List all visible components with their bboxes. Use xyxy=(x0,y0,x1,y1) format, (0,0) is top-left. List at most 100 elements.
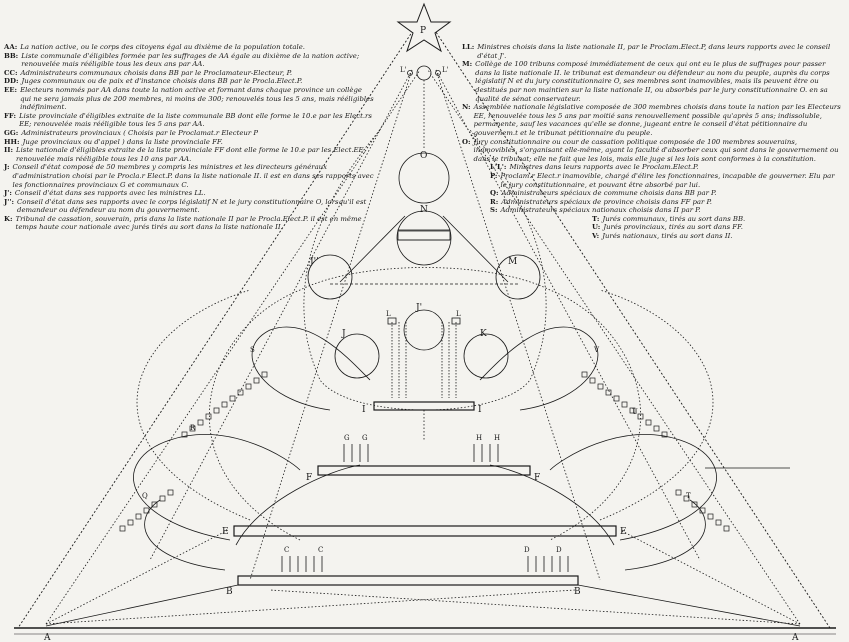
star-icon xyxy=(396,2,452,53)
legend-right: LL: Ministres choisis dans la liste nati… xyxy=(462,43,842,241)
legend-row: U: Jurés provinciaux, tirés au sort dans… xyxy=(462,223,842,232)
circle-n xyxy=(396,210,452,266)
legend-text: Administrateurs spéciaux de province cho… xyxy=(501,197,712,206)
legend-text: Liste communale d'éligibles formée par l… xyxy=(21,51,360,69)
legend-key: FF: xyxy=(4,111,17,120)
legend-row: M: Collège de 100 tribuns composé immédi… xyxy=(462,60,842,103)
legend-key: LL: xyxy=(462,43,475,51)
legend-text: Proclam.r Elect.r inamovible, chargé d'é… xyxy=(500,171,835,189)
top-circle xyxy=(416,65,432,81)
legend-text: Electeurs nommés par AA dans toute la na… xyxy=(20,85,374,112)
legend-key: GG: xyxy=(4,128,19,137)
legend-row: J'': Conseil d'état dans ses rapports av… xyxy=(4,198,374,215)
left-square-chain xyxy=(119,371,268,532)
bar-b xyxy=(237,575,579,586)
label-j: J xyxy=(341,329,346,339)
legend-row: L'L': Ministres dans leurs rapports avec… xyxy=(462,163,842,172)
legend-row: Q: Administrateurs spéciaux de commune c… xyxy=(462,189,842,198)
legend-text: Tribunal de cassation, souverain, pris d… xyxy=(15,214,362,232)
legend-row: P: Proclam.r Elect.r inamovible, chargé … xyxy=(462,172,842,189)
legend-row: BB: Liste communale d'éligibles formée p… xyxy=(4,52,374,69)
label-a-right: A xyxy=(791,633,799,642)
legend-key: U: xyxy=(592,223,601,232)
legend-text: Juges communaux ou de paix et d'instance… xyxy=(21,77,303,86)
label-s: S xyxy=(250,346,255,354)
cd-posts xyxy=(281,556,569,572)
label-i-left: I xyxy=(362,405,366,415)
label-m: M xyxy=(508,257,517,267)
label-c1: C xyxy=(284,546,289,554)
legend-row: J: Conseil d'état composé de 50 membres … xyxy=(4,163,374,189)
legend-text: Conseil d'état dans ses rapports avec le… xyxy=(14,189,206,198)
legend-row: II: Liste nationale d'éligibles extraite… xyxy=(4,146,374,163)
bar-e xyxy=(233,525,617,537)
legend-row: DD: Juges communaux ou de paix et d'inst… xyxy=(4,77,374,86)
legend-key: V: xyxy=(592,232,600,241)
label-t: T xyxy=(686,492,691,500)
circle-j xyxy=(334,333,380,379)
legend-key: L'L': xyxy=(490,163,507,172)
legend-key: Q: xyxy=(490,189,499,198)
circle-o xyxy=(398,152,450,204)
label-j1: J' xyxy=(415,303,422,313)
legend-text: Juge provinciaux ou d'appel ) dans la li… xyxy=(22,137,223,146)
legend-row: K: Tribunal de cassation, souverain, pri… xyxy=(4,215,374,232)
legend-text: Conseil d'état composé de 50 membres y c… xyxy=(12,163,374,189)
legend-row: J': Conseil d'état dans ses rapports ave… xyxy=(4,189,374,198)
label-a-left: A xyxy=(43,633,51,642)
label-g2: G xyxy=(362,434,368,442)
label-p: P xyxy=(420,26,426,36)
legend-row: T: Jurés communaux, tirés au sort dans B… xyxy=(462,215,842,224)
legend-row: EE: Electeurs nommés par AA dans toute l… xyxy=(4,86,374,112)
legend-key: S: xyxy=(490,206,498,215)
legend-key: EE: xyxy=(4,85,18,94)
legend-key: AA: xyxy=(4,43,18,51)
bar-i xyxy=(373,401,475,411)
legend-text: Conseil d'état dans ses rapports avec le… xyxy=(17,197,367,215)
label-i-right: I xyxy=(478,405,482,415)
legend-text: Ministres choisis dans la liste national… xyxy=(477,43,831,60)
legend-key: M: xyxy=(462,60,473,69)
label-h2: H xyxy=(494,434,500,442)
label-q: Q xyxy=(142,492,148,500)
legend-row: GG: Administrateurs provinciaux ( Choisi… xyxy=(4,129,374,138)
legend-key: T: xyxy=(592,214,600,223)
legend-text: Jurés nationaux, tirés au sort dans II. xyxy=(602,232,733,241)
bar-f xyxy=(317,465,531,476)
legend-text: La nation active, ou le corps des citoye… xyxy=(20,43,305,51)
label-b-right: B xyxy=(574,587,581,597)
label-n: N xyxy=(420,205,428,215)
legend-text: Ministres dans leurs rapports avec le Pr… xyxy=(509,163,699,172)
label-g1: G xyxy=(344,434,350,442)
right-square-chain xyxy=(581,371,730,532)
circle-m xyxy=(495,254,541,300)
circle-k xyxy=(463,333,509,379)
label-d1: D xyxy=(524,546,530,554)
label-b-left: B xyxy=(226,587,233,597)
legend-key: HH: xyxy=(4,137,20,146)
label-e-left: E xyxy=(222,527,229,537)
legend-row: HH: Juge provinciaux ou d'appel ) dans l… xyxy=(4,138,374,147)
legend-row: S: Administrateurs spéciaux nationaux ch… xyxy=(462,206,842,215)
legend-row: FF: Liste provinciale d'éligibles extrai… xyxy=(4,112,374,129)
label-lp-right: L' xyxy=(442,66,449,74)
legend-key: II: xyxy=(4,146,13,155)
label-e-right: E xyxy=(620,527,627,537)
gh-posts xyxy=(343,444,499,462)
legend-text: Jury constitutionnaire ou cour de cassat… xyxy=(473,137,839,163)
legend-key: J'': xyxy=(4,197,15,206)
label-j2: J'' xyxy=(309,257,319,267)
label-f-right: F xyxy=(534,473,540,483)
legend-row: CC: Administrateurs communaux choisis da… xyxy=(4,69,374,78)
legend-text: Liste provinciale d'éligibles extraite d… xyxy=(19,111,372,129)
legend-key: P: xyxy=(490,171,498,180)
label-l-left: L xyxy=(386,310,391,318)
legend-row: O: Jury constitutionnaire ou cour de cas… xyxy=(462,138,842,164)
legend-text: Assemblée nationale législative composée… xyxy=(473,103,841,137)
legend-row: V: Jurés nationaux, tirés au sort dans I… xyxy=(462,232,842,241)
legend-key: J: xyxy=(4,163,10,172)
legend-text: Administrateurs communaux choisis dans B… xyxy=(20,68,293,77)
legend-text: Administrateurs provinciaux ( Choisis pa… xyxy=(21,128,258,137)
